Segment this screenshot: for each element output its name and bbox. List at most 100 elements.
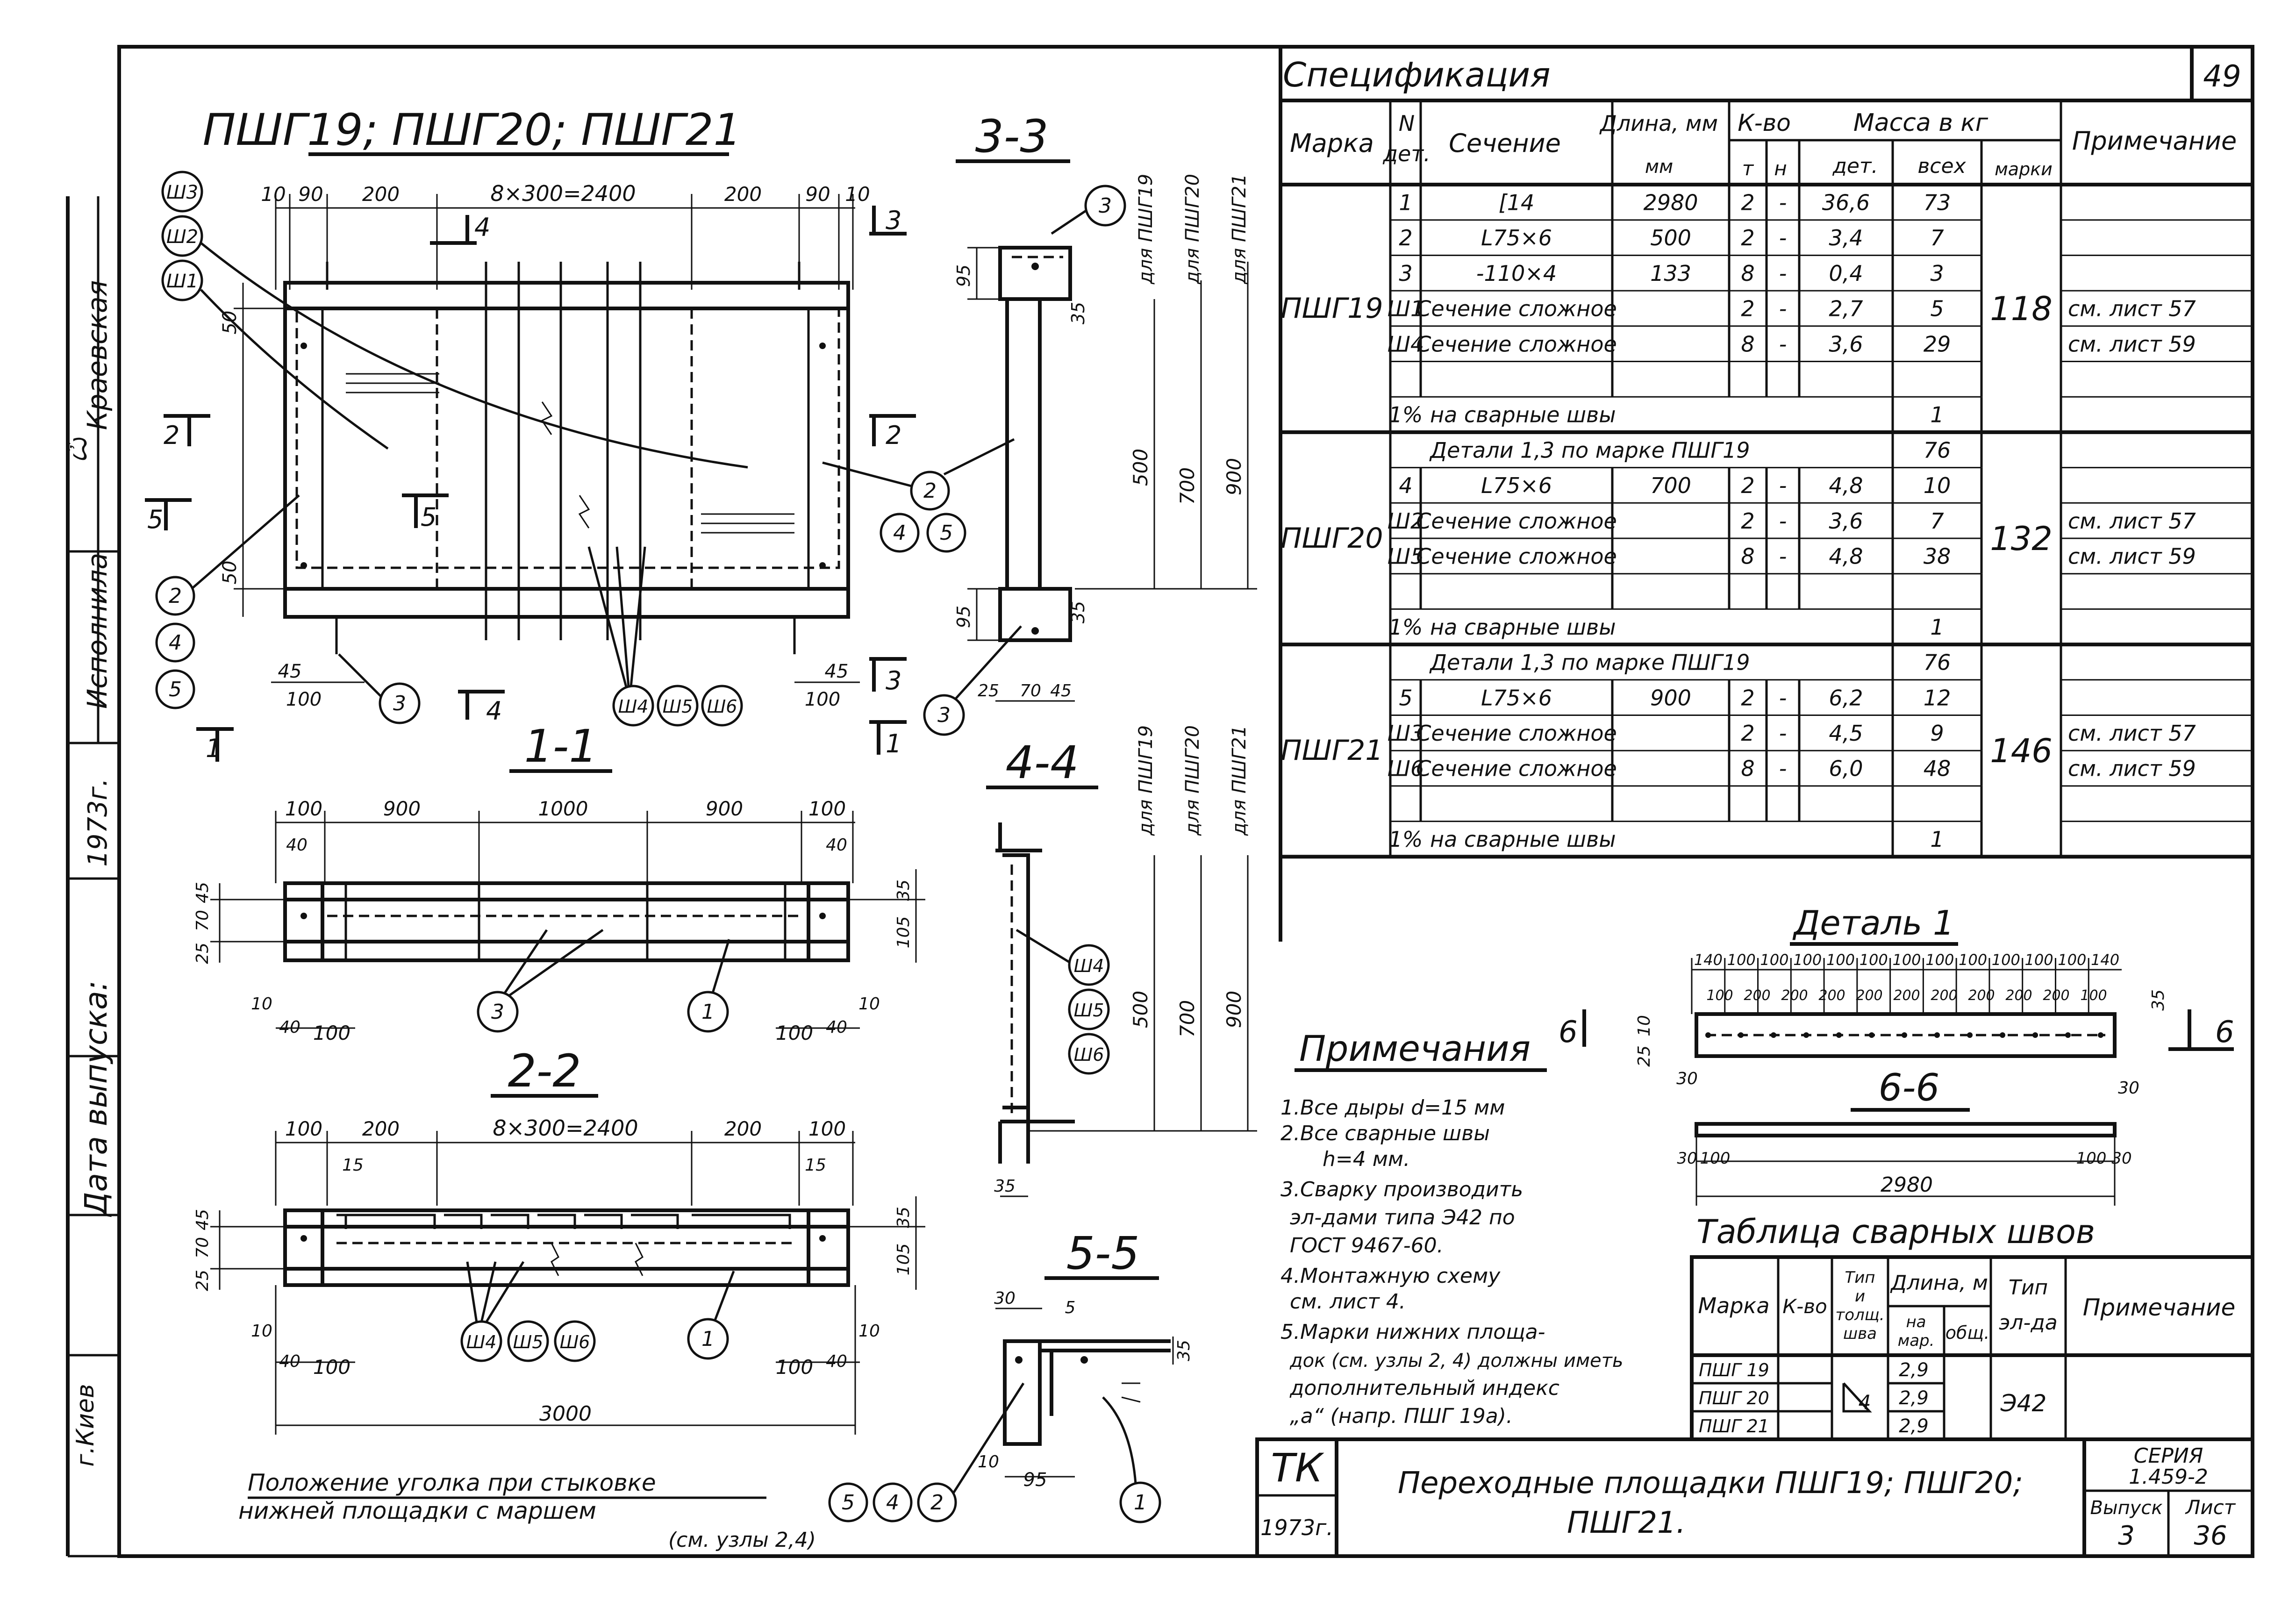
dim: 45 (193, 1209, 212, 1230)
spec-cell-mass-det: 0,4 (1829, 261, 1863, 286)
applies-to-label: для ПШГ19 (1135, 725, 1157, 836)
hole-mark (2098, 1032, 2103, 1038)
spec-cell-qty-n: - (1779, 508, 1787, 534)
plan-dim: 8×300=2400 (490, 181, 636, 206)
spec-cell-length: 500 (1650, 225, 1691, 250)
dim: 70 (193, 910, 212, 931)
callout-label: 1 (701, 1000, 715, 1024)
section-title: 5-5 (1066, 1227, 1140, 1279)
spec-header-n: N (1399, 111, 1415, 136)
section-2-2: 2-2 100 200 8×300=2400 200 100 15 15 45 … (193, 1045, 925, 1435)
spec-cell-n: 4 (1399, 473, 1412, 498)
spec-cell-n: 1% (1389, 615, 1423, 640)
weld-table: Таблица сварных швов Марка К-во Тип и то… (1690, 1213, 2254, 1441)
callout-sh2 (161, 215, 203, 257)
cut-label: 2 (886, 421, 901, 450)
overall-length: 3000 (539, 1402, 592, 1426)
dim: 100 (1700, 1149, 1731, 1168)
signer-name: Краевская (81, 280, 113, 430)
applies-to-label: для ПШГ21 (1229, 174, 1250, 285)
weld-symbol-icon (1842, 1382, 1872, 1413)
spec-cell-mass-det: 4,8 (1829, 544, 1863, 569)
spec-cell-mass-all: 76 (1924, 650, 1951, 675)
callout-label: Ш4 (466, 1332, 497, 1352)
pitch-dim: 100 (1860, 951, 1888, 969)
spec-cell-section: на сварные швы (1430, 827, 1616, 852)
cut-label: 3 (886, 206, 901, 235)
cut-label: 6 (2215, 1015, 2234, 1050)
dim: 45 (1050, 681, 1072, 700)
dim: 40 (826, 1352, 847, 1371)
spec-cell-qty-n: - (1779, 331, 1787, 357)
series-label: СЕРИЯ (2134, 1444, 2203, 1468)
spec-cell-mass-all: 1 (1930, 615, 1944, 640)
notes-cut-mark: 6 (1559, 1015, 1578, 1050)
callout-label: Ш6 (1074, 1044, 1104, 1065)
note-line: 5.Марки нижних площа- (1280, 1320, 1545, 1344)
dim: 35 (2149, 989, 2168, 1011)
spec-cell-section: Детали 1,3 по марке ПШГ19 (1429, 650, 1750, 675)
note-line: 1.Все дыры d=15 мм (1280, 1096, 1505, 1120)
plan-dim: 90 (298, 183, 323, 206)
hole-mark (1967, 1032, 1973, 1038)
spec-cell-mass-all: 9 (1930, 721, 1944, 746)
callout-5 (828, 1482, 868, 1522)
dim: 25 (193, 1270, 212, 1291)
plan-dim: 10 (261, 183, 286, 206)
cut-label: 1 (206, 734, 222, 763)
title-block: ТК 1973г. Переходные площадки ПШГ19; ПШГ… (1255, 1437, 2254, 1558)
dim: 30 (2118, 1079, 2139, 1098)
hole-mark (1771, 1032, 1776, 1038)
main-title: ПШГ19; ПШГ20; ПШГ21 (203, 105, 742, 156)
callout-label: 1 (701, 1327, 715, 1351)
spec-cell-qty-t: 8 (1741, 331, 1754, 357)
weld-header-len-na2: мар. (1898, 1331, 1935, 1350)
spec-cell-length: 700 (1650, 473, 1691, 498)
spec-cell-section: [14 (1499, 190, 1534, 215)
cut-marker-5-mid: 5 (402, 493, 449, 532)
dim: 10 (251, 1322, 272, 1341)
pitch-dim: 140 (2091, 951, 2119, 969)
callout-label: 5 (842, 1491, 855, 1515)
hole-mark (2032, 1032, 2038, 1038)
section-4-4: 4-4 35 500 700 900 для ПШГ19 для ПШГ20 д… (986, 725, 1257, 1197)
org-year: 1973г. (1260, 1515, 1333, 1540)
note-line: док (см. узлы 2, 4) должны иметь (1289, 1350, 1624, 1372)
dim: 10 (1635, 1015, 1654, 1036)
spec-cell-qty-n: - (1779, 190, 1787, 215)
height-dim: 900 (1223, 991, 1245, 1028)
spec-group-mark: ПШГ19 (1280, 292, 1383, 325)
section-3-3: 3-3 95 35 95 35 25 70 45 500 700 900 для… (923, 110, 1257, 736)
spec-cell-qty-n: - (1779, 756, 1787, 781)
callout-label: Ш6 (560, 1332, 590, 1352)
pitch-dim: 100 (1992, 951, 2020, 969)
pitch-dim: 200 (1968, 987, 1995, 1004)
callout-label: 4 (169, 631, 182, 655)
dim: 15 (805, 1156, 826, 1175)
dim: 105 (894, 916, 913, 949)
dim: 45 (193, 882, 212, 903)
callout-2 (917, 1482, 957, 1522)
callout-label: 2 (930, 1491, 944, 1515)
callout-sh6 (554, 1320, 596, 1362)
height-dim: 700 (1176, 1000, 1199, 1037)
dim: 40 (279, 1018, 300, 1037)
callout-sh4 (1068, 944, 1110, 986)
weld-header-len-na: на (1906, 1313, 1926, 1331)
spec-cell-qty-n: - (1779, 473, 1787, 498)
callout-label: Ш5 (1074, 1000, 1104, 1021)
dim: 35 (1174, 1340, 1194, 1361)
spec-cell-section: L75×6 (1481, 685, 1552, 710)
sheet-value: 36 (2194, 1521, 2227, 1551)
pitch-dim: 100 (1706, 987, 1733, 1004)
spec-cell-n: 1% (1389, 827, 1423, 852)
pitch-dim: 200 (1931, 987, 1957, 1004)
drawing-name-2: ПШГ21. (1567, 1506, 1686, 1540)
dim: 100 (2076, 1149, 2107, 1168)
spec-cell-n: Ш1 (1388, 296, 1424, 322)
pitch-dim: 200 (1781, 987, 1808, 1004)
weld-row-length: 2,9 (1899, 1359, 1929, 1381)
spec-header-note: Примечание (2072, 126, 2237, 156)
height-dim: 500 (1129, 991, 1152, 1028)
callout-1 (1119, 1481, 1161, 1523)
